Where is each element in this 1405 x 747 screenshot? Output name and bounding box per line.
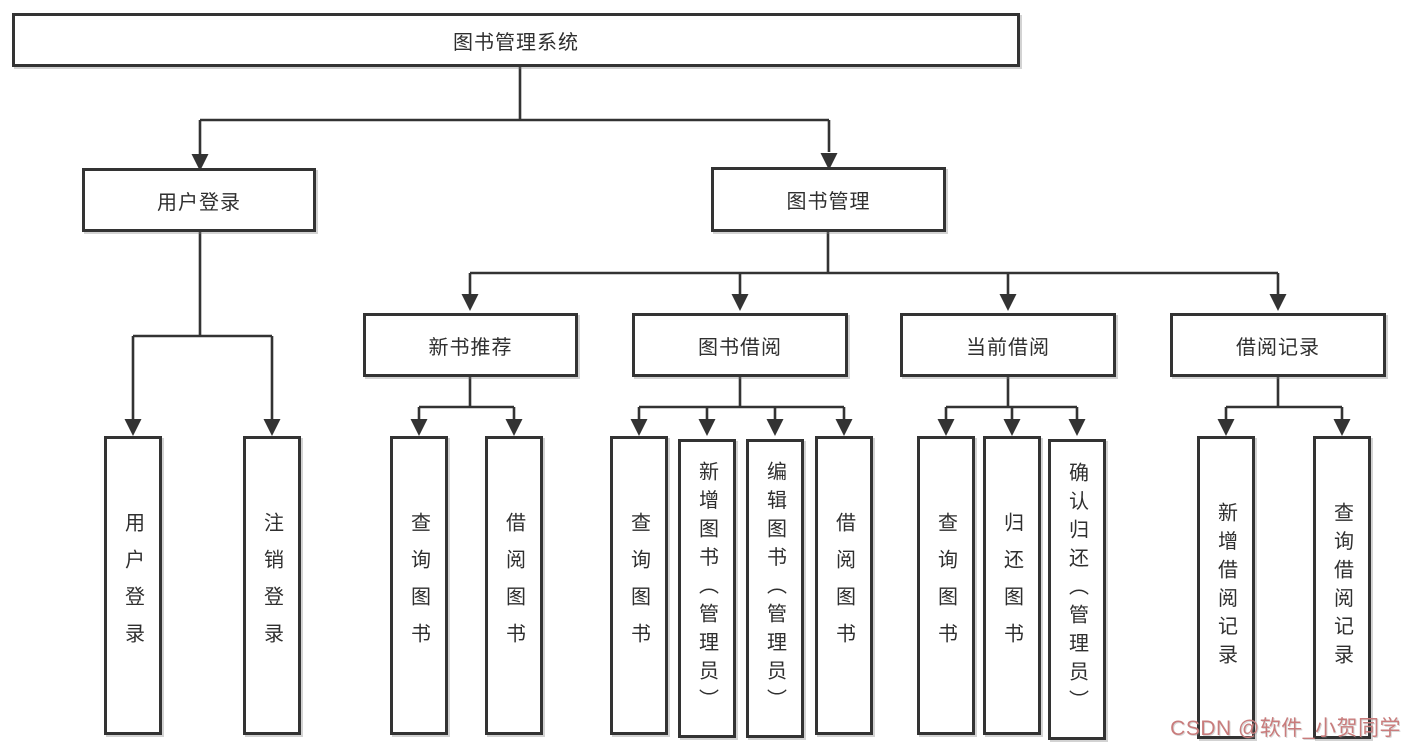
csdn-watermark: CSDN @软件_小贺同学 xyxy=(1170,717,1401,740)
node-label: 当前借阅 xyxy=(966,336,1050,359)
leaf-borrow-books: 借阅图书 xyxy=(485,436,543,735)
node-borrow-record: 借阅记录 xyxy=(1170,313,1386,377)
leaf-query-books: 查询图书 xyxy=(610,436,668,735)
node-current-borrow: 当前借阅 xyxy=(900,313,1116,377)
leaf-label: 新增借阅记录 xyxy=(1214,502,1237,673)
arrowheads xyxy=(124,153,1351,436)
node-book-management: 图书管理 xyxy=(711,167,946,232)
node-label: 图书管理系统 xyxy=(453,31,579,54)
node-label: 借阅记录 xyxy=(1236,336,1320,359)
leaf-add-borrow-record: 新增借阅记录 xyxy=(1197,436,1255,739)
leaf-add-books-admin: 新增图书（管理员） xyxy=(678,439,736,738)
leaf-user-login: 用户登录 xyxy=(104,436,162,735)
leaf-label: 借阅图书 xyxy=(502,511,525,660)
leaf-label: 查询图书 xyxy=(407,511,430,660)
leaf-label: 查询图书 xyxy=(934,511,957,660)
leaf-borrow-books: 借阅图书 xyxy=(815,436,873,735)
node-user-login: 用户登录 xyxy=(82,168,316,232)
leaf-query-books: 查询图书 xyxy=(390,436,448,735)
leaf-edit-books-admin: 编辑图书（管理员） xyxy=(746,439,804,738)
leaf-query-books: 查询图书 xyxy=(917,436,975,735)
leaf-label: 新增图书（管理员） xyxy=(695,460,718,717)
connector-paths xyxy=(131,67,1344,421)
node-label: 新书推荐 xyxy=(428,336,513,359)
leaf-label: 查询借阅记录 xyxy=(1330,502,1353,673)
leaf-label: 用户登录 xyxy=(121,511,144,660)
leaf-label: 查询图书 xyxy=(627,511,650,660)
leaf-confirm-return-admin: 确认归还（管理员） xyxy=(1048,439,1106,740)
leaf-label: 编辑图书（管理员） xyxy=(763,460,786,717)
leaf-label: 确认归还（管理员） xyxy=(1065,461,1088,718)
node-new-book-recommend: 新书推荐 xyxy=(363,313,578,377)
node-book-borrow: 图书借阅 xyxy=(632,313,848,377)
leaf-label: 注销登录 xyxy=(260,511,283,660)
leaf-return-books: 归还图书 xyxy=(983,436,1041,735)
leaf-label: 归还图书 xyxy=(1000,511,1023,660)
node-label: 用户登录 xyxy=(157,191,241,214)
leaf-query-borrow-record: 查询借阅记录 xyxy=(1313,436,1371,739)
node-label: 图书借阅 xyxy=(698,336,782,359)
leaf-label: 借阅图书 xyxy=(832,511,855,660)
node-library-management-system: 图书管理系统 xyxy=(12,13,1020,67)
leaf-logout: 注销登录 xyxy=(243,436,301,735)
node-label: 图书管理 xyxy=(786,191,871,213)
